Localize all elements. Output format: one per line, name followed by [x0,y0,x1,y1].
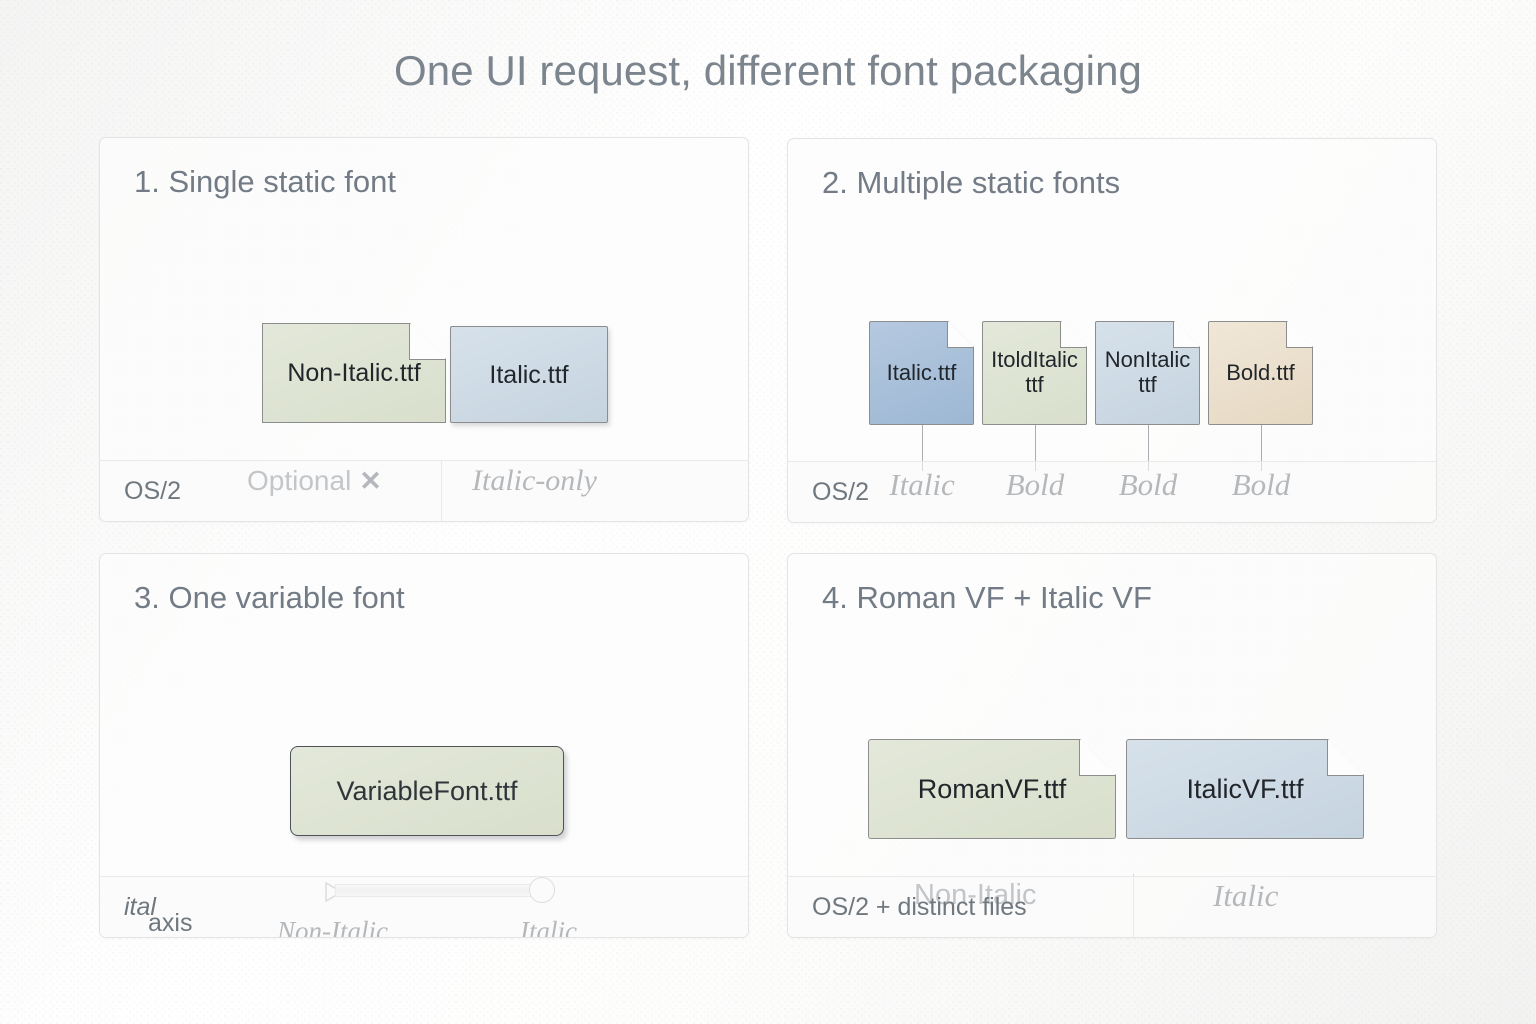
panel-body: Italic.ttf ItoldItalic ttf NonItalic ttf… [788,209,1436,502]
panel-footer: OS/2 [788,461,1436,522]
file-card-nonitalic[interactable]: NonItalic ttf [1095,321,1200,425]
file-card-label: ItalicVF.ttf [1186,773,1304,804]
file-card-roman-vf[interactable]: RomanVF.ttf [868,739,1116,839]
panel-roman-vf-italic-vf: 4. Roman VF + Italic VF RomanVF.ttf Ital… [787,553,1437,938]
panel-footer-axis-suffix: axis [148,909,193,937]
file-card-label: Italic.ttf [886,359,957,385]
file-card-itolditalic[interactable]: ItoldItalic ttf [982,321,1087,425]
panel-body: VariableFont.ttf Non-Italic Italic [100,624,748,937]
panel-grid: 1. Single static font Non-Italic.ttf Ita… [99,137,1437,938]
connector-line [1035,425,1036,471]
page-title: One UI request, different font packaging [393,47,1143,94]
panel-single-static-font: 1. Single static font Non-Italic.ttf Ita… [99,137,749,522]
file-card-label: ItoldItalic ttf [991,347,1078,397]
file-card-bold[interactable]: Bold.ttf [1208,321,1313,425]
file-card-label: NonItalic ttf [1104,347,1191,397]
panel-footer-label: OS/2 [812,478,869,506]
file-card-italic[interactable]: Italic.ttf [869,321,974,425]
connector-line [1148,425,1149,471]
panel-footer-axis-name: ital [124,893,156,921]
file-card-non-italic[interactable]: Non-Italic.ttf [262,323,446,423]
panel-footer: OS/2 + distinct files [788,876,1436,937]
file-card-italic[interactable]: Italic.ttf [450,326,608,423]
panel-title: 2. Multiple static fonts [822,165,1121,200]
file-card-label: Bold.ttf [1226,359,1295,385]
file-card-label: RomanVF.ttf [917,773,1067,804]
file-card-row: Italic.ttf ItoldItalic ttf NonItalic ttf… [788,321,1436,427]
panel-one-variable-font: 3. One variable font VariableFont.ttf No… [99,553,749,938]
file-card-label: VariableFont.ttf [336,775,518,806]
panel-title: 3. One variable font [134,580,405,615]
panel-title: 1. Single static font [134,164,396,199]
panel-title: 4. Roman VF + Italic VF [822,580,1152,615]
panel-footer-label: OS/2 + distinct files [812,893,1027,921]
connector-line [1261,425,1262,471]
panel-body: Non-Italic.ttf Italic.ttf Optional✕ Ital… [100,208,748,521]
file-card-variable-font[interactable]: VariableFont.ttf [290,746,564,836]
panel-footer-label: ital axis [124,893,192,937]
file-card-label: Italic.ttf [489,360,569,389]
panel-footer-label: OS/2 [124,477,181,505]
file-card-italic-vf[interactable]: ItalicVF.ttf [1126,739,1364,839]
panel-body: RomanVF.ttf ItalicVF.ttf Non-Italic Ital… [788,624,1436,937]
connector-lines [788,425,1436,471]
panel-footer: ital axis [100,876,748,937]
file-card-label: Non-Italic.ttf [287,359,421,387]
connector-line [922,425,923,471]
panel-multiple-static-fonts: 2. Multiple static fonts Italic.ttf Itol… [787,138,1437,523]
panel-footer: OS/2 [100,460,748,521]
